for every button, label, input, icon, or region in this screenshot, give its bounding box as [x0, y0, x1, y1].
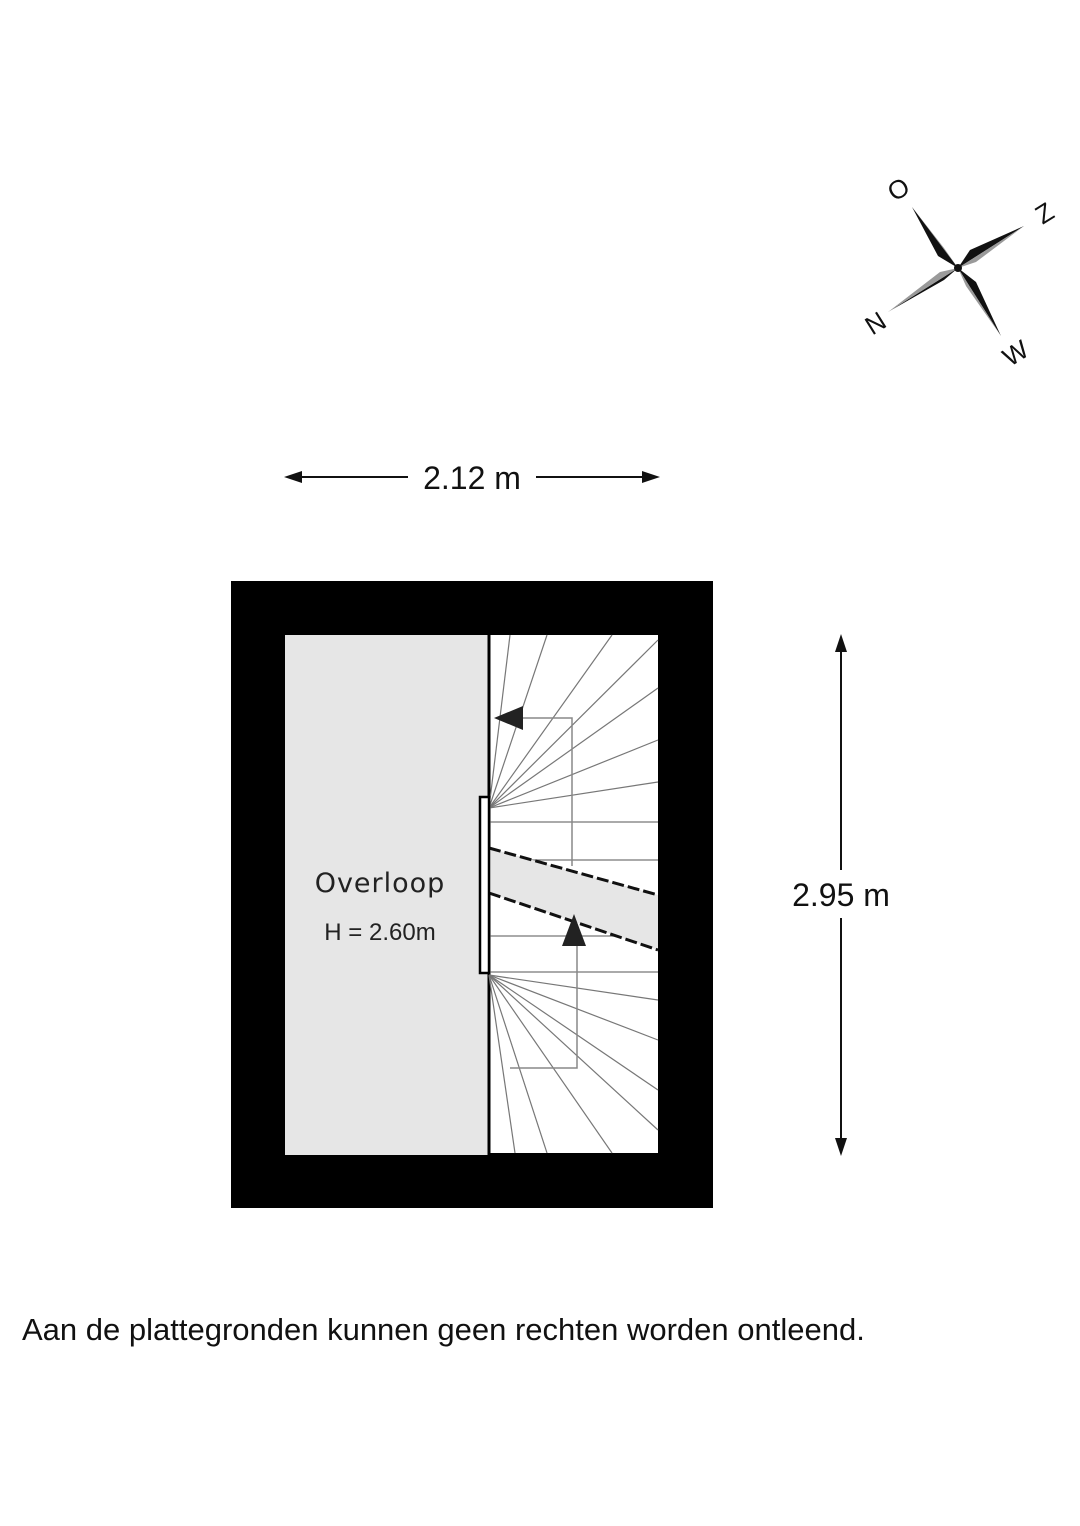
- landing-floor: [285, 635, 489, 1155]
- stair-handrail: [478, 795, 491, 975]
- height-dimension: 2.95 m: [792, 634, 890, 1156]
- compass-letter-w: W: [997, 334, 1034, 373]
- arrow-up-icon: [835, 634, 847, 652]
- room-height: H = 2.60m: [324, 919, 435, 946]
- compass-letter-o: O: [882, 171, 915, 207]
- compass-icon: [888, 207, 1024, 336]
- room-name: Overloop: [315, 868, 446, 899]
- width-dimension-label: 2.12 m: [423, 460, 521, 496]
- arrow-left-icon: [494, 706, 523, 730]
- stair-cut-band: [489, 848, 658, 950]
- height-dimension-label: 2.95 m: [792, 877, 890, 913]
- arrow-right-icon: [642, 471, 660, 483]
- compass-rose: O Z N W: [860, 171, 1060, 372]
- compass-letter-n: N: [860, 305, 892, 340]
- arrow-left-icon: [284, 471, 302, 483]
- arrow-down-icon: [835, 1138, 847, 1156]
- width-dimension: 2.12 m: [284, 460, 660, 496]
- disclaimer-text: Aan de plattegronden kunnen geen rechten…: [22, 1312, 865, 1347]
- arrow-up-icon: [562, 914, 586, 946]
- compass-letter-z: Z: [1030, 196, 1059, 230]
